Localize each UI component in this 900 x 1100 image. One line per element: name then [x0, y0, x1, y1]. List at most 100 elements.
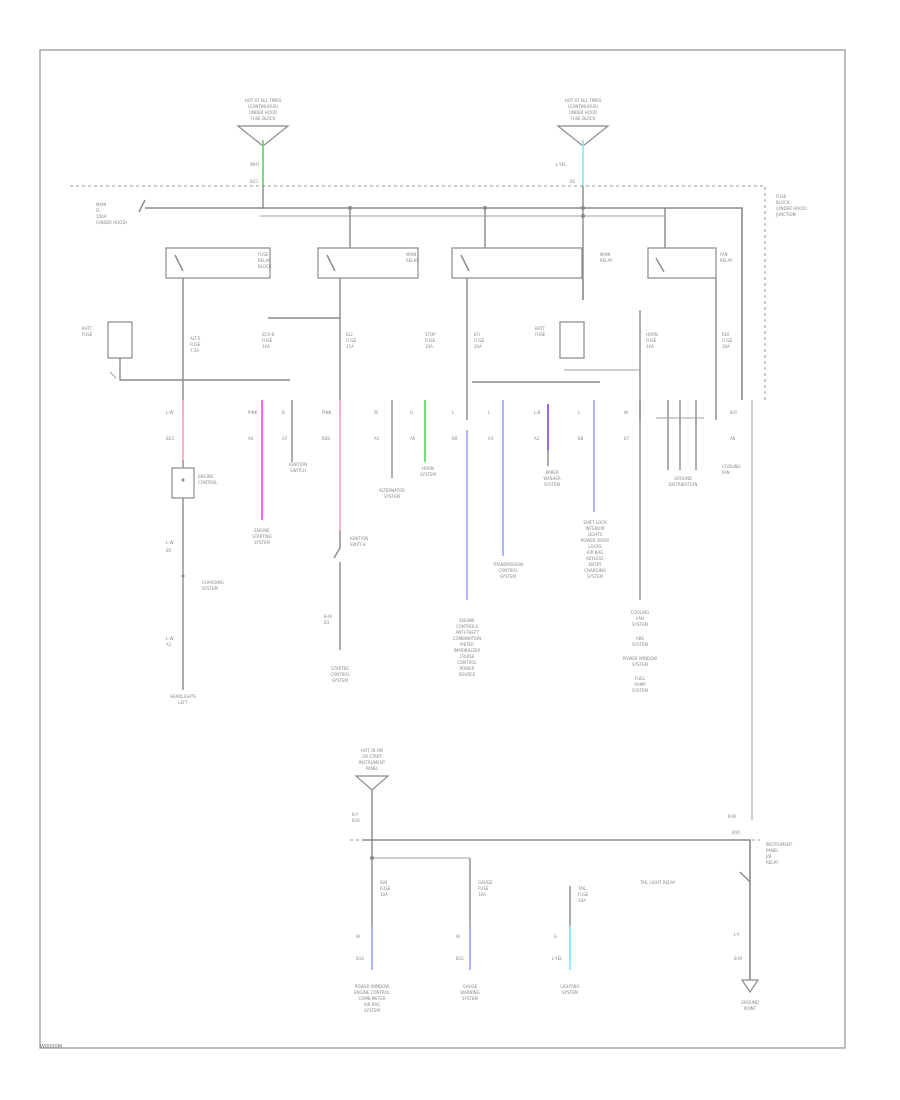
pin-code: B25 — [250, 179, 258, 184]
pin-code: A4 — [248, 436, 254, 441]
jb-fuse-2-label: GAUGE FUSE 10A — [478, 880, 493, 897]
svg-text:UNDER HOOD: UNDER HOOD — [249, 110, 277, 115]
svg-text:FUSE BLOCK: FUSE BLOCK — [571, 116, 596, 121]
svg-text:7.5A: 7.5A — [190, 348, 199, 353]
dest-ground-label: GROUND DISTRIBUTION — [669, 476, 698, 487]
svg-text:SYSTEM: SYSTEM — [500, 574, 516, 579]
ignition-switch-label: IGNITION SWITCH — [350, 536, 368, 547]
wire-code: L — [578, 410, 581, 415]
relay-switch-icon — [647, 247, 717, 279]
svg-text:HEADLIGHTS: HEADLIGHTS — [170, 694, 196, 699]
svg-text:FUSE: FUSE — [346, 338, 357, 343]
svg-text:CHARGING: CHARGING — [202, 580, 224, 585]
svg-text:FUSE: FUSE — [474, 338, 485, 343]
jb-relay-label: TAIL LIGHT RELAY — [639, 880, 676, 885]
footer-code: W0000M — [40, 1044, 62, 1050]
svg-text:FUEL: FUEL — [635, 676, 646, 681]
dest-abs-label: ABS SYSTEM — [632, 636, 648, 647]
svg-text:FUSE: FUSE — [190, 342, 201, 347]
dest-wiper-label: WIPER WASHER SYSTEM — [543, 470, 561, 487]
svg-text:IGNITION: IGNITION — [289, 462, 307, 467]
svg-text:SYSTEM: SYSTEM — [202, 586, 218, 591]
pin-code: B-W — [728, 814, 736, 819]
svg-text:STARTER: STARTER — [331, 666, 349, 671]
svg-text:COMB METER: COMB METER — [358, 996, 385, 1001]
svg-text:JUNCTION: JUNCTION — [775, 212, 796, 217]
wire-code: L — [488, 410, 491, 415]
svg-text:SYSTEM: SYSTEM — [632, 688, 648, 693]
ground-icon — [740, 979, 760, 994]
jb-dest-3-label: LIGHTING SYSTEM — [560, 984, 579, 995]
svg-text:15A: 15A — [346, 344, 354, 349]
svg-text:SWITCH: SWITCH — [290, 468, 306, 473]
pin-code: B12 — [456, 956, 464, 961]
dest-power-window-label: POWER WINDOW SYSTEM — [623, 656, 657, 667]
svg-text:WASHER: WASHER — [543, 476, 561, 481]
svg-text:10A: 10A — [262, 344, 270, 349]
svg-text:FUSE: FUSE — [478, 886, 489, 891]
wire-code: B-W — [324, 614, 332, 619]
svg-text:POWER DOOR: POWER DOOR — [581, 538, 609, 543]
jb-right-label: INSTRUMENT PANEL J/B RELAY — [765, 842, 793, 865]
pin-code: A2 — [534, 436, 540, 441]
pin-code: B9 — [452, 436, 458, 441]
svg-text:POINT: POINT — [744, 1006, 757, 1011]
svg-text:(CONTINUOUS): (CONTINUOUS) — [568, 104, 599, 109]
svg-text:TAIL: TAIL — [577, 886, 587, 891]
jb-arrow — [354, 775, 390, 791]
svg-text:STARTING: STARTING — [252, 534, 272, 539]
diagram-frame — [39, 49, 846, 1049]
svg-text:10A: 10A — [425, 344, 433, 349]
svg-text:FUSE: FUSE — [776, 194, 787, 199]
svg-text:PUMP: PUMP — [634, 682, 646, 687]
svg-text:SYSTEM: SYSTEM — [632, 642, 648, 647]
svg-text:SYSTEM: SYSTEM — [332, 678, 348, 683]
wire-code: PINK — [322, 410, 332, 415]
dest-fuel-label: FUEL PUMP SYSTEM — [632, 676, 648, 693]
pin-code: L-YEL — [552, 956, 563, 961]
wire-code: L-YEL — [556, 162, 567, 167]
relay-switch-icon — [317, 247, 419, 279]
main-fl-label: MAIN FL 100A (UNDER HOOD) — [96, 202, 128, 225]
relay-1-label: FUSE RELAY BLOCK — [258, 252, 272, 269]
svg-text:20A: 20A — [474, 344, 482, 349]
svg-text:FAN: FAN — [722, 470, 730, 475]
svg-text:SYSTEM: SYSTEM — [632, 662, 648, 667]
batt-fuse-left-label: BATT FUSE — [82, 326, 93, 337]
svg-text:(UNDER HOOD): (UNDER HOOD) — [96, 220, 128, 225]
jb-fuse-1-label: IGN FUSE 10A — [380, 880, 391, 897]
pin-code: A5 — [374, 436, 380, 441]
svg-text:FL: FL — [96, 208, 101, 213]
pin-code: A6 — [410, 436, 416, 441]
horn-list: SHIFT LOCK INTERIOR LIGHTS POWER DOOR LO… — [581, 520, 609, 579]
fuse-1-label: ALT-S FUSE 7.5A — [190, 336, 201, 353]
wire-code: L-W — [166, 540, 173, 545]
dest-transmission-label: TRANSMISSION CONTROL SYSTEM — [492, 562, 523, 579]
pin-code: B28 — [322, 436, 330, 441]
svg-text:CONTROLS: CONTROLS — [456, 624, 479, 629]
svg-text:FUSE: FUSE — [535, 332, 546, 337]
svg-text:FUSE: FUSE — [578, 892, 589, 897]
hot-label-a: HOT AT ALL TIMES (CONTINUOUS) UNDER HOOD… — [245, 98, 282, 121]
fuse-box-icon — [107, 321, 133, 359]
svg-text:IG2: IG2 — [346, 332, 353, 337]
svg-text:HORN: HORN — [646, 332, 658, 337]
svg-text:SHIFT LOCK: SHIFT LOCK — [583, 520, 607, 525]
dest-fan-label: COOLING FAN — [722, 464, 741, 475]
svg-text:GROUND: GROUND — [674, 476, 692, 481]
dest-horn-label: HORN SYSTEM — [420, 466, 436, 477]
wire-code: W — [456, 934, 460, 939]
pin-code: A8 — [730, 436, 736, 441]
svg-text:10A: 10A — [380, 892, 388, 897]
fuse-block-boundary — [70, 185, 766, 400]
dest-cooling-label: COOLING FAN SYSTEM — [631, 610, 650, 627]
wire-code: L-W — [166, 636, 173, 641]
pin-code: A7 — [282, 436, 288, 441]
relay-switch-icon — [165, 247, 271, 279]
fuse-box-icon — [171, 467, 195, 499]
svg-text:WIPER: WIPER — [546, 470, 559, 475]
svg-text:SWITCH: SWITCH — [350, 542, 366, 547]
svg-text:ENTRY: ENTRY — [589, 562, 602, 567]
fuse-block-arrow-a — [236, 125, 290, 147]
svg-text:SYSTEM: SYSTEM — [544, 482, 560, 487]
